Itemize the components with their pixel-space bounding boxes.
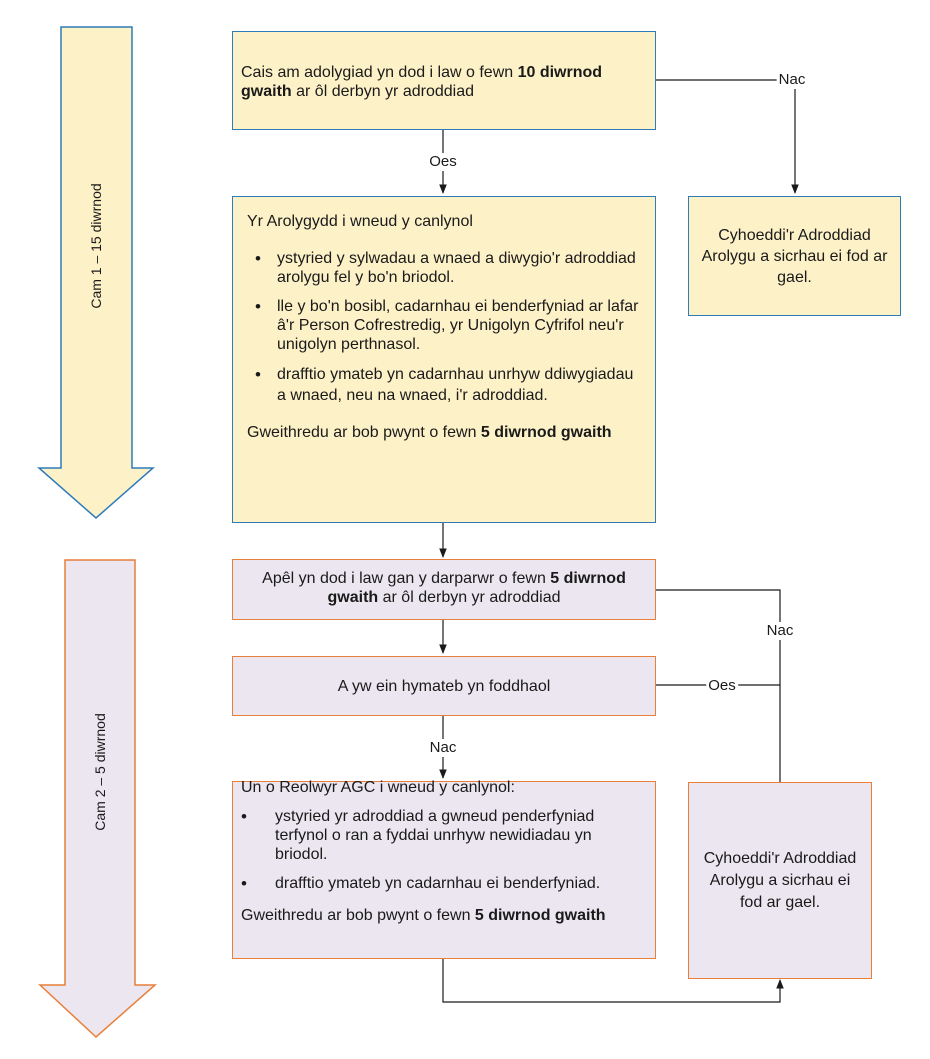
satisfactory-question-box: A yw ein hymateb yn foddhaol bbox=[232, 656, 656, 716]
inspector-actions-box: Yr Arolygydd i wneud y canlynol ystyried… bbox=[232, 196, 656, 523]
appeal-deadline: 5 diwrnod gwaith bbox=[327, 570, 626, 606]
review-request-text: Cais am adolygiad yn dod i law o fewn bbox=[241, 64, 518, 81]
publish-report-box-stage1: Cyhoeddi'r Adroddiad Arolygu a sicrhau e… bbox=[688, 196, 901, 316]
edge-label-yes: Oes bbox=[427, 153, 459, 171]
stage2-arrow bbox=[38, 559, 157, 1039]
stage2-label: Cam 2 – 5 diwrnod bbox=[92, 713, 108, 831]
edge-request-to-publish bbox=[655, 79, 799, 194]
inspector-bullet-list: ystyried y sylwadau a wnaed a diwygio'r … bbox=[247, 249, 641, 406]
manager-bullet: drafftio ymateb yn cadarnhau ei benderfy… bbox=[241, 874, 647, 893]
inspector-footer: Gweithredu ar bob pwynt o fewn 5 diwrnod… bbox=[247, 422, 641, 443]
inspector-heading: Yr Arolygydd i wneud y canlynol bbox=[247, 213, 473, 230]
inspector-bullet: drafftio ymateb yn cadarnhau unrhyw ddiw… bbox=[247, 364, 641, 406]
edge-appeal-to-publish bbox=[655, 589, 781, 782]
inspector-footer-text: Gweithredu ar bob pwynt o fewn bbox=[247, 424, 481, 441]
manager-heading: Un o Reolwyr AGC i wneud y canlynol: bbox=[241, 779, 515, 796]
edge-label-appeal-no: Nac bbox=[764, 622, 796, 640]
appeal-text: Apêl yn dod i law gan y darparwr o fewn bbox=[262, 570, 551, 587]
manager-actions-box: Un o Reolwyr AGC i wneud y canlynol: yst… bbox=[232, 779, 656, 959]
manager-footer-deadline: 5 diwrnod gwaith bbox=[474, 907, 606, 924]
edge-manager-to-publish bbox=[442, 958, 784, 1003]
stage1-label: Cam 1 – 15 diwrnod bbox=[88, 183, 104, 309]
appeal-text-end: ar ôl derbyn yr adroddiad bbox=[378, 589, 561, 606]
review-request-deadline: 10 diwrnod gwaith bbox=[241, 64, 603, 100]
inspector-footer-deadline: 5 diwrnod gwaith bbox=[480, 424, 612, 441]
manager-footer: Gweithredu ar bob pwynt o fewn 5 diwrnod… bbox=[241, 905, 647, 926]
edge-label-satisfactory-no: Nac bbox=[427, 739, 459, 757]
review-request-text-end: ar ôl derbyn yr adroddiad bbox=[291, 83, 474, 100]
inspector-bullet: ystyried y sylwadau a wnaed a diwygio'r … bbox=[247, 249, 641, 287]
manager-bullet: ystyried yr adroddiad a gwneud penderfyn… bbox=[241, 807, 647, 864]
manager-bullet-list: ystyried yr adroddiad a gwneud penderfyn… bbox=[241, 807, 647, 893]
satisfactory-question-text: A yw ein hymateb yn foddhaol bbox=[337, 677, 551, 695]
edge-label-no: Nac bbox=[776, 71, 808, 89]
publish-report-box-stage2: Cyhoeddi'r Adroddiad Arolygu a sicrhau e… bbox=[688, 782, 872, 979]
edge-label-satisfactory-yes: Oes bbox=[706, 677, 738, 695]
stage1-arrow bbox=[37, 26, 155, 519]
publish-report-text: Cyhoeddi'r Adroddiad Arolygu a sicrhau e… bbox=[703, 849, 857, 911]
review-request-box: Cais am adolygiad yn dod i law o fewn 10… bbox=[232, 31, 656, 130]
manager-footer-text: Gweithredu ar bob pwynt o fewn bbox=[241, 907, 475, 924]
appeal-box: Apêl yn dod i law gan y darparwr o fewn … bbox=[232, 559, 656, 620]
inspector-bullet: lle y bo'n bosibl, cadarnhau ei benderfy… bbox=[247, 297, 641, 354]
publish-report-text: Cyhoeddi'r Adroddiad Arolygu a sicrhau e… bbox=[701, 226, 888, 286]
